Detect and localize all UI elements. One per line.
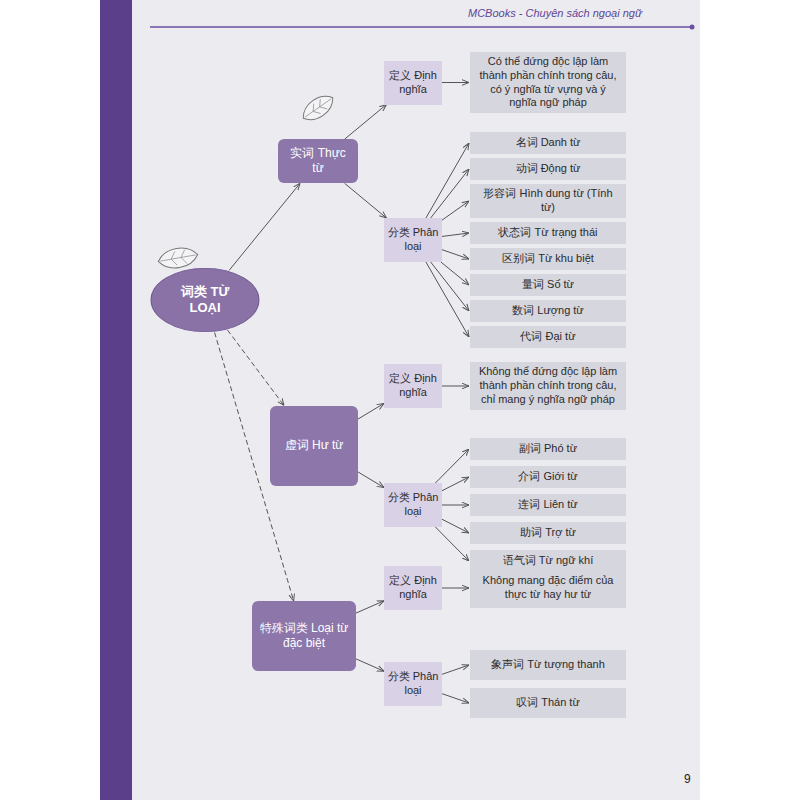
item-box: 助词 Trợ từ <box>470 522 626 544</box>
arrow-connector <box>442 82 469 83</box>
header-text: MCBooks - Chuyên sách ngoại ngữ <box>468 7 642 19</box>
leaf-ornament <box>298 90 338 125</box>
node-text: 虚词 Hư từ <box>285 438 344 453</box>
node-text: 特殊词类 Loại từ đặc biệt <box>258 621 350 651</box>
book-cover-edge <box>100 0 132 800</box>
arrow-connector <box>435 527 469 561</box>
item-box: Không thể đứng độc lập làm thành phần ch… <box>470 362 626 410</box>
arrow-connector <box>356 659 384 671</box>
arrow-connector <box>442 233 469 236</box>
node-text: 名词 Danh từ <box>516 136 581 150</box>
header-dot <box>690 25 695 30</box>
arrow-connector <box>426 262 469 337</box>
page-number: 9 <box>684 772 691 786</box>
category-box: 实词 Thực từ <box>278 139 358 183</box>
branch-box: 分类 Phân loại <box>384 483 442 527</box>
arrow-connector <box>441 262 469 285</box>
node-text: 连词 Liên từ <box>518 498 577 512</box>
arrow-connector <box>442 519 469 533</box>
item-box: 区别词 Từ khu biệt <box>470 248 626 270</box>
item-box: Không mang đặc điểm của thực từ hay hư t… <box>470 568 626 608</box>
arrow-connector <box>442 505 469 506</box>
item-box: 形容词 Hình dung từ (Tính từ) <box>470 184 626 218</box>
arrow-connector <box>228 330 284 405</box>
arrow-connector <box>358 403 384 419</box>
header-rule <box>150 26 690 28</box>
arrow-connector <box>345 183 387 218</box>
node-text: 分类 Phân loại <box>387 670 439 698</box>
arrow-connector <box>442 477 469 491</box>
arrow-connector <box>435 449 469 483</box>
node-text: 定义 Định nghĩa <box>387 69 439 97</box>
arrow-connector <box>442 250 469 259</box>
item-box: 代词 Đại từ <box>470 326 626 348</box>
category-box: 虚词 Hư từ <box>270 406 358 486</box>
node-text: 代词 Đại từ <box>520 330 575 344</box>
item-box: 数词 Lượng từ <box>470 300 626 322</box>
node-text: 词类 TỪ LOẠI <box>174 284 236 317</box>
node-text: 叹词 Thán từ <box>516 696 580 710</box>
arrow-connector <box>442 201 469 220</box>
node-text: 定义 Định nghĩa <box>387 372 439 400</box>
arrow-connector <box>442 694 469 703</box>
arrow-connector <box>356 601 384 613</box>
arrow-connector <box>229 183 300 270</box>
node-text: 象声词 Từ tượng thanh <box>491 658 605 672</box>
root-ellipse: 词类 TỪ LOẠI <box>150 267 260 333</box>
item-box: 象声词 Từ tượng thanh <box>470 650 626 680</box>
arrow-connector <box>345 105 387 140</box>
page-paper <box>132 0 700 800</box>
branch-box: 分类 Phân loại <box>384 662 442 706</box>
item-box: 叹词 Thán từ <box>470 688 626 718</box>
item-box: Có thể đứng độc lập làm thành phần chính… <box>470 52 626 113</box>
node-text: 动词 Động từ <box>516 162 581 176</box>
arrow-connector <box>426 143 469 218</box>
node-text: Có thể đứng độc lập làm thành phần chính… <box>476 55 620 110</box>
branch-box: 定义 Định nghĩa <box>384 566 442 610</box>
item-box: 介词 Giới từ <box>470 466 626 488</box>
item-box: 名词 Danh từ <box>470 132 626 154</box>
node-text: 定义 Định nghĩa <box>387 574 439 602</box>
node-text: Không thể đứng độc lập làm thành phần ch… <box>476 365 620 406</box>
category-box: 特殊词类 Loại từ đặc biệt <box>252 601 356 671</box>
node-text: 副词 Phó từ <box>519 442 577 456</box>
leaf-ornament <box>157 245 200 271</box>
node-text: 数词 Lượng từ <box>512 304 583 318</box>
item-box: 连词 Liên từ <box>470 494 626 516</box>
node-text: 量词 Số từ <box>522 278 574 292</box>
item-box: 副词 Phó từ <box>470 438 626 460</box>
node-text: 分类 Phân loại <box>387 491 439 519</box>
node-text: 实词 Thực từ <box>284 146 352 176</box>
node-text: 区别词 Từ khu biệt <box>502 252 594 266</box>
node-text: Không mang đặc điểm của thực từ hay hư t… <box>476 574 620 602</box>
arrow-connector <box>431 169 469 218</box>
node-text: 分类 Phân loại <box>387 226 439 254</box>
node-text: 助词 Trợ từ <box>520 526 576 540</box>
item-box: 状态词 Từ trạng thái <box>470 222 626 244</box>
item-box: 动词 Động từ <box>470 158 626 180</box>
item-box: 量词 Số từ <box>470 274 626 296</box>
arrow-connector <box>358 472 384 488</box>
node-text: 介词 Giới từ <box>518 470 577 484</box>
arrow-connector <box>442 588 469 589</box>
arrow-connector <box>442 386 469 387</box>
branch-box: 定义 Định nghĩa <box>384 61 442 105</box>
branch-box: 分类 Phân loại <box>384 218 442 262</box>
arrow-connector <box>442 665 469 674</box>
node-text: 语气词 Từ ngữ khí <box>503 554 594 568</box>
node-text: 状态词 Từ trạng thái <box>498 226 597 240</box>
branch-box: 定义 Định nghĩa <box>384 364 442 408</box>
node-text: 形容词 Hình dung từ (Tính từ) <box>476 187 620 215</box>
